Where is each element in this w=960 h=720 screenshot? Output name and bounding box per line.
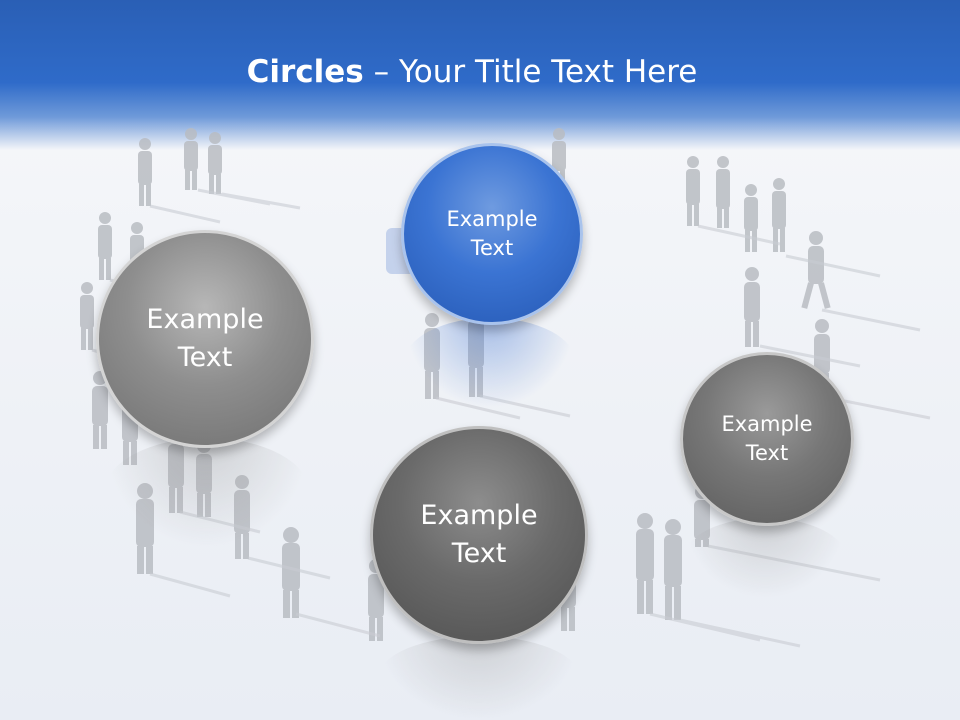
person-silhouette xyxy=(744,267,760,347)
person-silhouette xyxy=(138,138,152,206)
person-silhouette xyxy=(282,527,300,618)
circle-item-4[interactable]: Example Text xyxy=(680,352,854,526)
person-silhouette xyxy=(686,156,700,226)
person-silhouette xyxy=(801,231,831,309)
circle-reflection xyxy=(684,518,846,598)
person-silhouette xyxy=(184,128,198,190)
circle-item-3[interactable]: Example Text xyxy=(370,426,588,644)
person-silhouette xyxy=(98,212,112,280)
circle-reflection xyxy=(104,438,310,548)
person-silhouette xyxy=(92,371,108,449)
circle-reflection xyxy=(404,318,576,408)
person-silhouette xyxy=(664,519,682,620)
person-silhouette xyxy=(744,184,758,252)
slide-title: Circles – Your Title Text Here xyxy=(0,54,944,90)
circle-item-label: Example Text xyxy=(721,411,813,465)
circle-item-2[interactable]: Example Text xyxy=(401,143,583,325)
title-bar xyxy=(0,0,960,150)
circle-item-label: Example Text xyxy=(446,206,538,260)
person-silhouette xyxy=(424,313,440,399)
circle-item-label: Example Text xyxy=(420,500,538,569)
person-silhouette xyxy=(234,475,250,559)
person-silhouette xyxy=(208,132,222,194)
person-silhouette xyxy=(636,513,654,614)
slide-title-bold: Circles xyxy=(246,54,364,90)
circle-reflection xyxy=(378,636,580,720)
person-silhouette xyxy=(136,483,154,574)
person-silhouette xyxy=(716,156,730,228)
circle-item-1[interactable]: Example Text xyxy=(96,230,314,448)
slide-title-text: – Your Title Text Here xyxy=(363,54,698,90)
person-silhouette xyxy=(772,178,786,252)
circle-item-label: Example Text xyxy=(146,304,264,373)
person-silhouette xyxy=(80,282,94,350)
